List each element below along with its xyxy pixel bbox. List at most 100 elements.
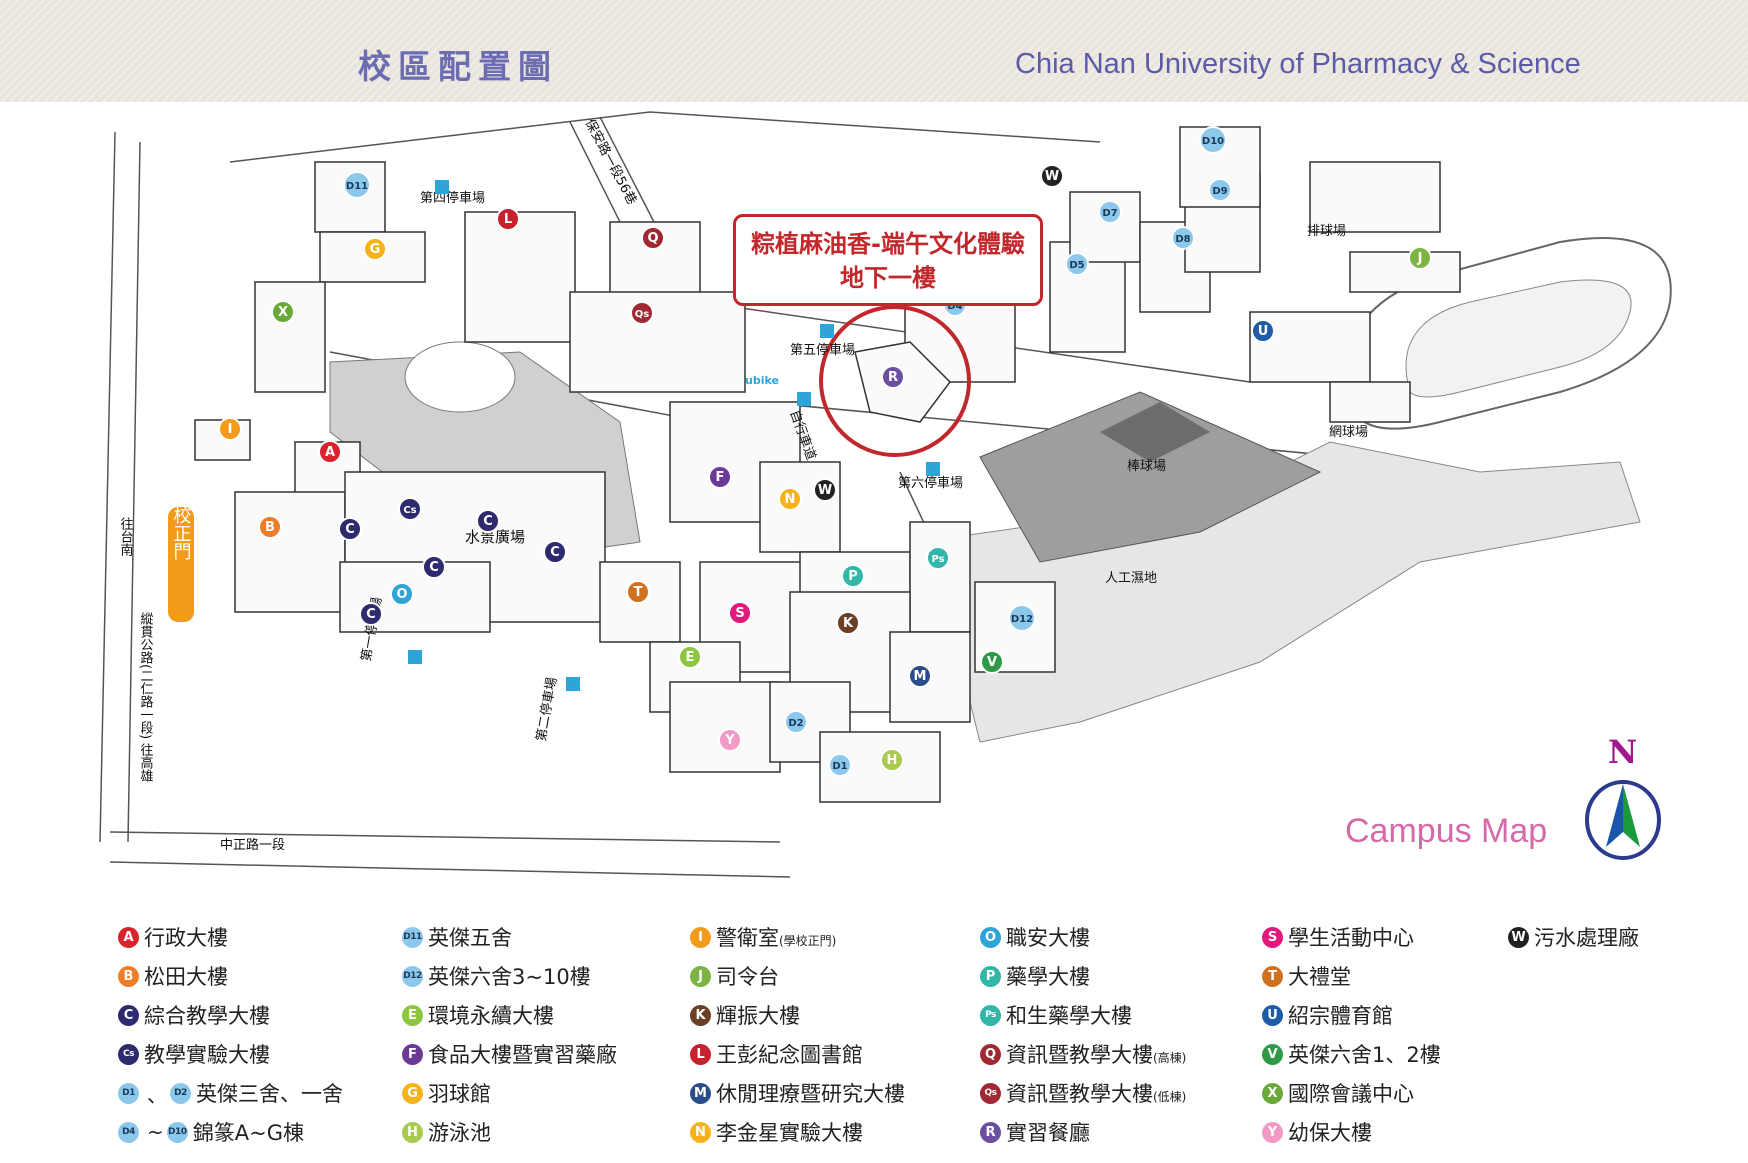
legend-badge-v: V — [1262, 1043, 1283, 1065]
main-gate-label: 學校正門 — [171, 488, 192, 560]
legend-label: 錦篆A~G棟 — [192, 1121, 304, 1145]
legend-badge-k: K — [690, 1004, 711, 1026]
parking-icon — [926, 462, 940, 476]
svg-text:Cs: Cs — [403, 505, 416, 516]
legend-badge-f: F — [402, 1043, 423, 1065]
building-badge-n: N — [778, 487, 802, 511]
legend-note: (高棟) — [1153, 1051, 1187, 1065]
legend-label: 英傑五舍 — [428, 926, 512, 950]
legend-label: 英傑六舍1、2樓 — [1288, 1043, 1441, 1067]
legend-label: 李金星實驗大樓 — [716, 1121, 863, 1145]
building-badge-d11: D11 — [343, 171, 371, 199]
building-badge-qs: Qs — [630, 301, 654, 325]
legend-label: 藥學大樓 — [1006, 965, 1090, 989]
parking-icon — [408, 650, 422, 664]
event-callout: 粽植麻油香-端午文化體驗 地下一樓 — [733, 214, 1043, 306]
building-badge-g: G — [363, 237, 387, 261]
building-badge-q: Q — [641, 226, 665, 250]
legend-separator: ~ — [147, 1120, 164, 1144]
road-highway-label: 縱貫公路(二仁路一段) 往高雄 — [138, 612, 154, 783]
page-title: 校區配置圖 — [358, 47, 558, 86]
legend-label: 大禮堂 — [1288, 965, 1351, 989]
track-field — [1405, 279, 1632, 398]
building-badge-h: H — [880, 748, 904, 772]
svg-text:U: U — [1258, 324, 1269, 339]
building-badge-p: P — [841, 564, 865, 588]
north-label: N — [1608, 733, 1638, 771]
roundabout — [404, 341, 516, 413]
legend-label: 教學實驗大樓 — [144, 1043, 270, 1067]
parking-4-label: 第四停車場 — [420, 190, 485, 206]
svg-text:G: G — [370, 242, 381, 257]
legend-badge-d2: D2 — [170, 1082, 191, 1104]
legend-label: 司令台 — [716, 965, 779, 989]
legend-badge-p: P — [980, 965, 1001, 987]
svg-text:D5: D5 — [1069, 260, 1084, 271]
svg-text:V: V — [987, 655, 997, 670]
legend-badge-d4: D4 — [118, 1121, 139, 1143]
legend-label: 國際會議中心 — [1288, 1082, 1414, 1106]
legend-label: 輝振大樓 — [716, 1004, 800, 1028]
building-y — [669, 681, 781, 773]
building-badge-t: T — [626, 580, 650, 604]
svg-text:Q: Q — [647, 231, 658, 246]
svg-text:W: W — [818, 483, 832, 498]
legend-badge-j: J — [690, 965, 711, 987]
legend-badge-r: R — [980, 1121, 1001, 1143]
svg-text:S: S — [735, 606, 744, 621]
legend-label: 污水處理廠 — [1534, 926, 1639, 950]
callout-title: 粽植麻油香-端午文化體驗 — [751, 230, 1025, 258]
volleyball-label: 排球場 — [1307, 224, 1346, 239]
building-badge-c: C — [476, 509, 500, 533]
building-qs — [569, 291, 746, 393]
legend-badge-d11: D11 — [402, 926, 423, 948]
building-badge-ps: Ps — [926, 546, 950, 570]
legend-badge-u: U — [1262, 1004, 1283, 1026]
building-badge-e: E — [678, 645, 702, 669]
legend-badge-q: Q — [980, 1043, 1001, 1065]
building-badge-l: L — [496, 207, 520, 231]
legend-badge-n: N — [690, 1121, 711, 1143]
legend-badge-w: W — [1508, 926, 1529, 948]
svg-text:Qs: Qs — [635, 309, 650, 320]
svg-text:P: P — [848, 569, 858, 584]
svg-text:D1: D1 — [832, 761, 847, 772]
building-badge-cs: Cs — [398, 497, 422, 521]
legend-badge-d12: D12 — [402, 965, 423, 987]
building-badge-w: W — [1040, 164, 1064, 188]
volleyball-courts — [1309, 161, 1441, 233]
legend-label: 英傑六舍3~10樓 — [428, 965, 591, 989]
building-j — [1349, 251, 1461, 293]
svg-text:R: R — [888, 370, 898, 385]
north-arrow-icon — [1585, 780, 1661, 860]
svg-text:C: C — [550, 545, 560, 560]
building-badge-r: R — [881, 365, 905, 389]
building-badge-v: V — [980, 650, 1004, 674]
legend-label: 警衛室(學校正門) — [716, 926, 837, 950]
building-n — [759, 461, 841, 553]
building-badge-c: C — [359, 602, 383, 626]
building-badge-d12: D12 — [1008, 604, 1036, 632]
svg-text:W: W — [1045, 169, 1059, 184]
parking-6-label: 第六停車場 — [898, 475, 963, 491]
building-badge-s: S — [728, 601, 752, 625]
svg-text:M: M — [914, 669, 927, 684]
